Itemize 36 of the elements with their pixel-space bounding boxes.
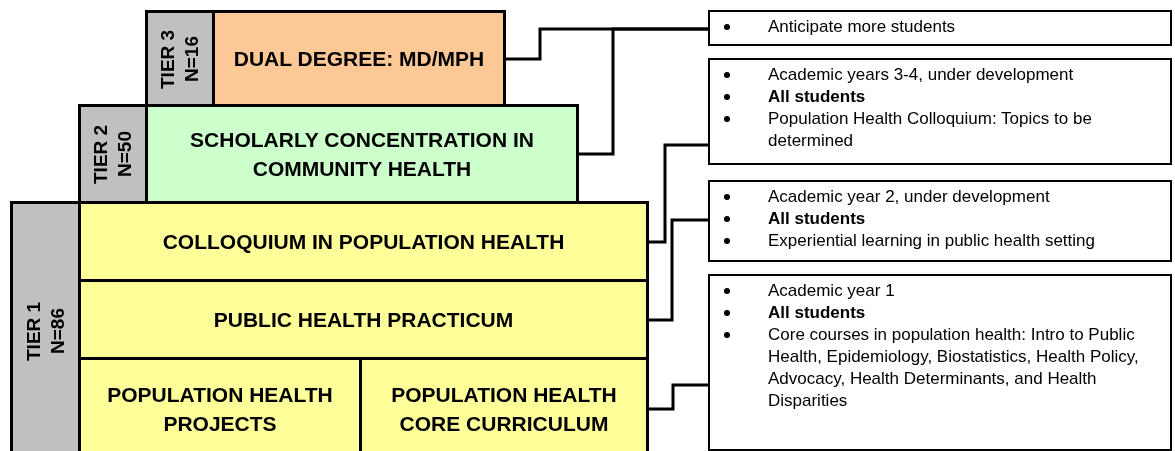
program-title: DUAL DEGREE: MD/MPH [233,46,485,72]
tier-label: TIER 3 N=16 [156,27,203,91]
connector-line [648,218,708,322]
program-box [78,279,649,360]
program-title: POPULATION HEALTH PROJECTS [106,382,334,437]
bullet-item: Anticipate more students [710,16,1166,38]
bullet-list-box [708,58,1172,165]
bullet-list-box [708,274,1172,451]
bullet-item: All students [710,86,1166,108]
bullet-item: Experiential learning in public health setting [710,230,1166,252]
bullet-item: All students [710,208,1166,230]
program-box [78,201,649,282]
program-title: SCHOLARLY CONCENTRATION IN COMMUNITY HEALTH [189,127,535,182]
program-box [212,10,506,107]
bullet-item: Academic year 2, under development [710,186,1166,208]
bullet-item: Academic year 1 [710,280,1166,302]
bullet-item: Academic years 3-4, under development [710,64,1166,86]
bullet-list-box [708,180,1172,262]
connector-line [648,383,708,411]
bullet-list-box [708,10,1172,46]
tier-label-bar [145,10,215,107]
tier-label-bar [10,201,81,451]
bullet-item: All students [710,302,1166,324]
tier-label: TIER 2 N=50 [89,123,136,186]
bullet-item: Population Health Colloquium: Topics to be determined [710,108,1166,152]
program-box [359,357,649,451]
connector-line [578,27,708,156]
bullet-item: Core courses in population health: Intro to Public Health, Epidemiology, Biostatistics, Health Policy, Advocacy, Health Determinants, and Health Disparities [710,324,1166,412]
program-title: POPULATION HEALTH CORE CURRICULUM [390,382,618,437]
tier-label: TIER 1 N=86 [21,300,69,363]
tier-label-bar [78,104,148,204]
connector-line [648,143,708,244]
program-box [145,104,579,204]
program-title: COLLOQUIUM IN POPULATION HEALTH [162,229,565,255]
program-box [78,357,362,451]
program-title: PUBLIC HEALTH PRACTICUM [213,307,514,333]
